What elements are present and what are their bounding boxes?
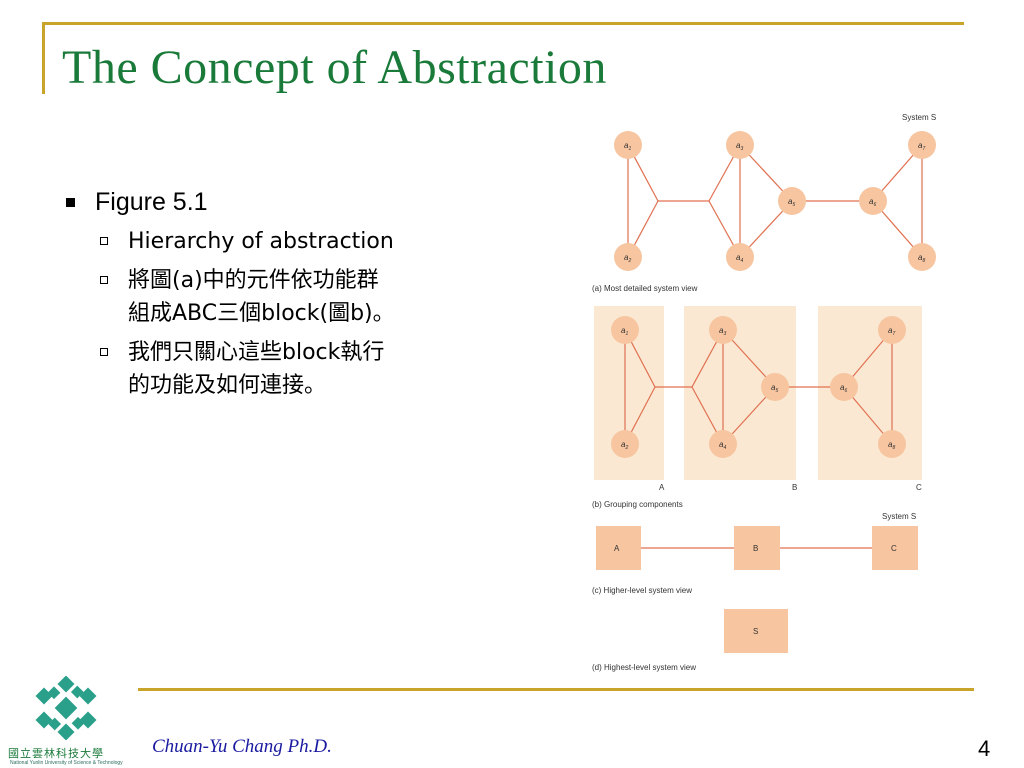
svg-text:a7: a7	[918, 141, 925, 152]
node-a3: a3	[726, 131, 754, 159]
caption-b: (b) Grouping components	[592, 500, 683, 509]
node-a1: a1	[614, 131, 642, 159]
page-number: 4	[978, 736, 991, 761]
block-s: S	[724, 609, 788, 653]
node-a2: a2	[614, 243, 642, 271]
footer-line	[138, 688, 974, 691]
author-name: Chuan-Yu Chang Ph.D.	[152, 736, 332, 757]
hollow-square-bullet-icon	[100, 276, 108, 284]
panel-c: System S A B C (c) Higher-level system v…	[592, 512, 918, 595]
square-bullet-icon	[66, 198, 75, 207]
university-logo-icon	[35, 676, 97, 740]
system-label-a: System S	[902, 113, 936, 122]
svg-text:a3: a3	[719, 326, 726, 337]
node-b8: a8	[878, 430, 906, 458]
node-b6: a6	[830, 373, 858, 401]
panel-a: System S a1 a2 a3 a4 a5 a6 a7 a8 (a)	[592, 113, 936, 293]
sub-bullet-2: 將圖(a)中的元件依功能群 組成ABC三個block(圖b)。	[100, 264, 504, 330]
node-a4: a4	[726, 243, 754, 271]
node-a8: a8	[908, 243, 936, 271]
system-label-c: System S	[882, 512, 916, 521]
bullet-text: Figure 5.1	[95, 188, 208, 216]
node-b3: a3	[709, 316, 737, 344]
bullet-list: Figure 5.1 Hierarchy of abstraction 將圖(a…	[64, 188, 504, 408]
sub-bullet-1: Hierarchy of abstraction	[100, 225, 504, 258]
bullet-figure: Figure 5.1	[64, 188, 504, 217]
node-b5: a5	[761, 373, 789, 401]
svg-text:a2: a2	[621, 440, 628, 451]
caption-a: (a) Most detailed system view	[592, 284, 698, 293]
nodes-b: a1 a2 a3 a4 a5 a6 a7 a8	[611, 316, 906, 458]
slide-title: The Concept of Abstraction	[62, 41, 607, 94]
svg-text:a3: a3	[736, 141, 743, 152]
group-label-c: C	[916, 483, 922, 492]
node-b2: a2	[611, 430, 639, 458]
svg-text:B: B	[753, 544, 758, 553]
block-c: C	[872, 526, 918, 570]
panel-d: S (d) Highest-level system view	[592, 609, 788, 672]
node-b7: a7	[878, 316, 906, 344]
sub-bullet-text: 將圖(a)中的元件依功能群 組成ABC三個block(圖b)。	[128, 268, 395, 326]
panel-b: a1 a2 a3 a4 a5 a6 a7 a8 A B C (b) Groupi…	[592, 306, 922, 509]
node-a7: a7	[908, 131, 936, 159]
caption-d: (d) Highest-level system view	[592, 663, 696, 672]
svg-text:S: S	[753, 627, 758, 636]
svg-text:a5: a5	[788, 197, 795, 208]
svg-text:a7: a7	[888, 326, 895, 337]
svg-text:a1: a1	[621, 326, 628, 337]
svg-text:a5: a5	[771, 383, 778, 394]
svg-text:a8: a8	[888, 440, 895, 451]
university-name: 國立雲林科技大學	[8, 747, 104, 760]
abstraction-figure: System S a1 a2 a3 a4 a5 a6 a7 a8 (a)	[592, 113, 936, 672]
top-frame-line	[42, 22, 964, 25]
university-name-english: National Yunlin University of Science & …	[10, 760, 123, 766]
caption-c: (c) Higher-level system view	[592, 586, 692, 595]
block-a: A	[596, 526, 641, 570]
svg-text:C: C	[891, 544, 897, 553]
svg-text:a6: a6	[869, 197, 876, 208]
sub-bullet-text: 我們只關心這些block執行 的功能及如何連接。	[128, 340, 385, 398]
sub-bullet-text: Hierarchy of abstraction	[128, 229, 394, 254]
node-a6: a6	[859, 187, 887, 215]
svg-text:a4: a4	[719, 440, 726, 451]
node-a5: a5	[778, 187, 806, 215]
nodes-a: a1 a2 a3 a4 a5 a6 a7 a8	[614, 131, 936, 271]
node-b4: a4	[709, 430, 737, 458]
left-frame-line	[42, 22, 45, 94]
svg-text:a4: a4	[736, 253, 743, 264]
node-b1: a1	[611, 316, 639, 344]
hollow-square-bullet-icon	[100, 348, 108, 356]
svg-text:a8: a8	[918, 253, 925, 264]
svg-text:a1: a1	[624, 141, 631, 152]
svg-text:A: A	[614, 544, 620, 553]
group-label-a: A	[659, 483, 665, 492]
hollow-square-bullet-icon	[100, 237, 108, 245]
sub-bullet-3: 我們只關心這些block執行 的功能及如何連接。	[100, 336, 504, 402]
svg-text:a2: a2	[624, 253, 631, 264]
svg-text:a6: a6	[840, 383, 847, 394]
block-b: B	[734, 526, 780, 570]
group-label-b: B	[792, 483, 797, 492]
